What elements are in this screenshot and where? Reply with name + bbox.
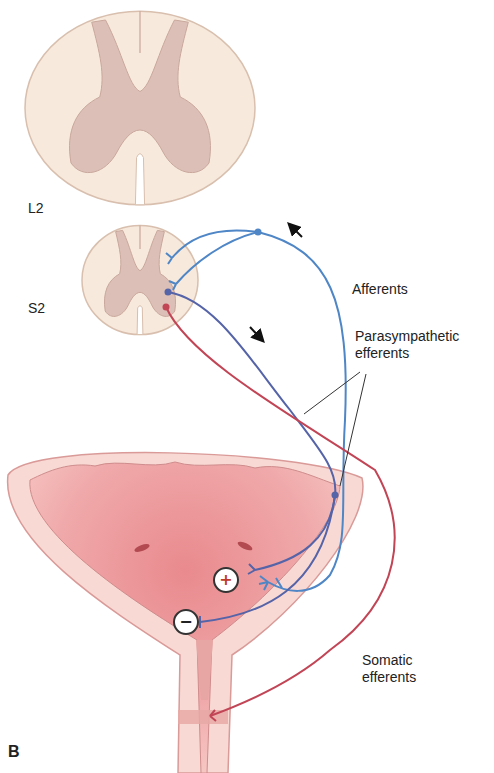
segment-label: S2 [28,300,45,317]
leader-line [340,374,366,486]
leader-line [304,372,360,414]
nerve-label: Afferents [352,281,408,298]
nerve-label: Somatic efferents [362,652,434,686]
bladder [8,453,363,773]
segment-label: L2 [28,200,44,217]
excitatory-sign: + [213,567,239,593]
sign-symbol: + [219,572,232,588]
panel-letter: B [8,742,20,761]
afferent-nerve [166,229,346,591]
somatic-nerve [163,304,395,722]
sign-symbol: − [179,614,192,630]
direction-arrow [250,327,263,341]
nerve-label: Parasympathetic efferents [355,328,467,362]
spinal-cord-l2 [25,11,255,205]
direction-arrow [289,224,302,237]
inhibitory-sign: − [173,609,199,635]
